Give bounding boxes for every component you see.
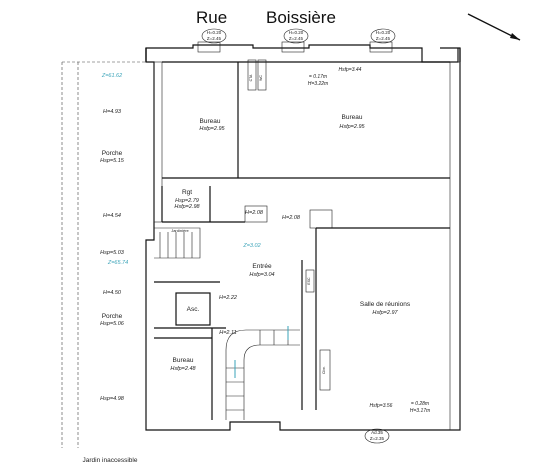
room-bureau-2: Bureau	[342, 114, 363, 121]
note-clim: Clim.	[322, 366, 326, 374]
north-arrow-icon	[467, 13, 521, 41]
note-z-028: = 0.28m	[411, 401, 429, 407]
level-top-3: H=0.20	[376, 30, 391, 35]
note-h-208-b: H=2.08	[282, 215, 301, 221]
staircase	[154, 227, 300, 420]
level-top-1: H=0.20	[207, 30, 222, 35]
note-esc: ESC	[307, 277, 311, 285]
note-h-211: H=2.11	[219, 330, 236, 336]
room-entree-height: Hsfp=3.04	[249, 272, 274, 278]
note-h-322: H=3.22m	[308, 81, 328, 87]
street-name-boissiere: Boissière	[266, 8, 336, 27]
note-h-208-a: H=2.08	[245, 210, 264, 216]
level-top-1-z: Z=2.45	[207, 36, 222, 41]
note-hsfp-356: Hsfp=3.56	[370, 403, 393, 409]
porch-1-height: Hsp=5.15	[100, 158, 125, 164]
room-rgt-height-1: Hsp=2.79	[175, 198, 199, 204]
note-h-222: H=2.22	[219, 295, 237, 301]
note-wc: WC	[259, 75, 263, 81]
level-bubbles	[201, 28, 396, 444]
room-bureau-3-height: Hsfp=2.48	[170, 366, 196, 372]
porch-h-3: H=4.50	[103, 290, 122, 296]
street-facade	[145, 41, 459, 63]
porch-column	[61, 61, 146, 448]
room-bureau-1-height: Hsfp=2.95	[199, 126, 225, 132]
porch-2: Porche	[102, 313, 123, 320]
room-asc: Asc.	[187, 306, 200, 313]
room-rgt: Rgt	[182, 189, 192, 196]
porch-h-4: Hsp=4.98	[100, 396, 125, 402]
level-top-3-z: Z=2.45	[376, 36, 391, 41]
room-bureau-3: Bureau	[173, 357, 194, 364]
room-bureau-2-height: Hsfp=2.95	[339, 124, 365, 130]
level-top-2-z: Z=2.45	[289, 36, 304, 41]
porch-z-mid: Z=65.74	[107, 260, 128, 266]
porch-z-top: Z=61.62	[101, 73, 122, 79]
porch-1: Porche	[102, 150, 123, 157]
building-outline	[145, 47, 461, 431]
porch-hsp: Hsp=5.03	[100, 250, 125, 256]
interior-walls	[154, 59, 450, 420]
note-jardin: Jardin inaccessible	[83, 457, 138, 464]
note-cta: CTA	[249, 74, 253, 81]
level-bottom-z: Z=2.35	[370, 436, 385, 441]
room-bureau-1: Bureau	[200, 118, 221, 125]
level-top-2: H=0.20	[289, 30, 304, 35]
room-salle-height: Hsfp=2.97	[372, 310, 398, 316]
note-h-317: H=3.17m	[410, 408, 430, 414]
porch-2-height: Hsp=5.06	[100, 321, 125, 327]
street-name-rue: Rue	[196, 8, 228, 27]
room-salle-de-reunions: Salle de réunions	[360, 301, 411, 308]
level-bottom: Ad.35	[371, 430, 383, 435]
note-jardiniere: Jardinière	[171, 228, 189, 233]
porch-h-1: H=4.93	[103, 109, 122, 115]
room-entree: Entrée	[252, 263, 272, 270]
note-z-302: Z=3.02	[242, 243, 260, 249]
note-z-017: = 0.17m	[309, 74, 327, 80]
note-hsfp-top: Hsfp=3.44	[339, 67, 362, 73]
room-rgt-height-2: Hsfp=2.98	[174, 204, 200, 210]
porch-h-2: H=4.54	[103, 213, 121, 219]
